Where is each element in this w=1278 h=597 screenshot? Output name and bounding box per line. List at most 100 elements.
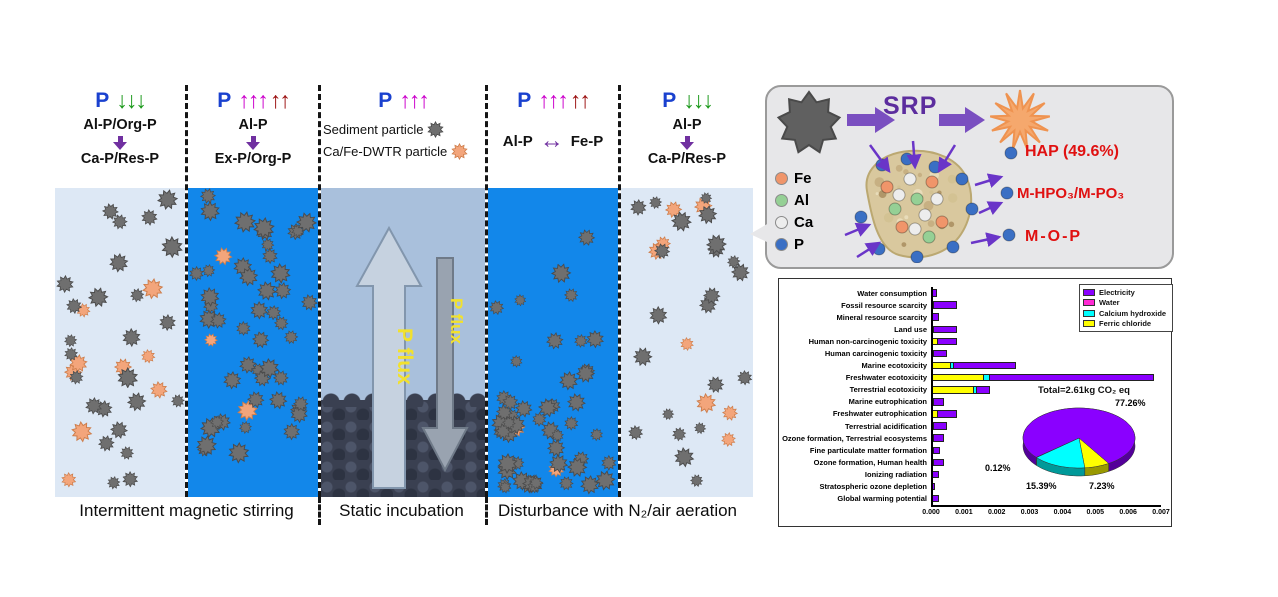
bar-row: Terrestrial ecotoxicity	[779, 384, 1171, 396]
sediment-particle-icon	[700, 192, 713, 205]
dwtr-particle-icon	[214, 247, 234, 266]
blob-grain	[948, 221, 955, 228]
bar-category-label: Stratospheric ozone depletion	[819, 482, 927, 492]
sediment-particle-icon	[549, 454, 569, 474]
bar-segment-calcium-hydroxide	[950, 361, 954, 370]
bar-track	[931, 373, 1155, 382]
dwtr-particle-icon	[720, 431, 736, 447]
species-exchange-row: Al-P ↔ Fe-P	[488, 129, 618, 153]
phosphorus-label: P	[517, 89, 532, 112]
sediment-particle-icon	[158, 313, 176, 331]
x-tick-label: 0.004	[1053, 509, 1072, 516]
bar-row: Marine ecotoxicity	[779, 360, 1171, 372]
sediment-particle-icon	[690, 474, 704, 488]
sediment-particle-icon	[109, 252, 129, 273]
sediment-particle-icon	[94, 399, 113, 418]
bar-category-label: Fossil resource scarcity	[841, 300, 927, 310]
bar-segment-electricity	[932, 482, 935, 491]
p-flux-arrows: P flux P flux	[355, 225, 469, 489]
bar-category-label: Terrestrial ecotoxicity	[849, 385, 927, 395]
bar-segment-electricity	[934, 434, 945, 442]
element-dot-icon	[775, 237, 788, 251]
bar-segment-ferric-chloride	[931, 373, 984, 382]
transform-arrow-icon	[188, 135, 318, 150]
element-dot-icon	[775, 193, 788, 207]
chart-legend-item: Electricity	[1083, 287, 1169, 298]
sediment-particle-icon	[64, 333, 78, 347]
dwtr-particle-icon	[695, 393, 716, 414]
product-hap-label: HAP (49.6%)	[1025, 143, 1119, 160]
bar-segment-electricity	[937, 337, 958, 346]
sediment-particle-icon	[496, 404, 513, 421]
element-dot-icon	[775, 171, 788, 185]
sediment-particle-icon	[698, 205, 718, 225]
sediment-particle-icon	[273, 370, 290, 386]
bar-segment-electricity	[976, 386, 991, 394]
water-column	[188, 188, 318, 497]
caption-divider	[485, 497, 488, 525]
sediment-particle-icon	[200, 287, 220, 307]
blob-grain	[947, 174, 957, 184]
element-legend-item: Ca	[775, 211, 813, 233]
sediment-particle-icon	[239, 356, 257, 374]
sediment-particle-icon	[129, 288, 145, 303]
sediment-particle-icon	[274, 315, 289, 330]
p-increase-arrows-icon: ↑↑↑	[238, 87, 268, 113]
bar-segment-electricity	[934, 325, 958, 334]
blob-grain	[923, 200, 934, 211]
chart-legend-item: Calcium hydroxide	[1083, 308, 1169, 319]
sediment-particle-icon	[210, 311, 227, 329]
element-legend-label: Ca	[794, 213, 814, 231]
sediment-particle-icon	[97, 434, 115, 452]
phosphorus-label: P	[217, 89, 232, 112]
bar-row: Land use	[779, 323, 1171, 335]
legend-swatch-icon	[1083, 309, 1095, 317]
sediment-particle-icon	[273, 282, 291, 300]
bar-segment-electricity	[953, 361, 1017, 370]
bar-category-label: Marine ecotoxicity	[861, 361, 927, 371]
bar-segment-electricity	[934, 422, 948, 430]
bar-row: Human non-carcinogenic toxicity	[779, 335, 1171, 347]
blob-grain	[895, 164, 903, 172]
pie-slice-electricity	[1022, 407, 1136, 464]
y-axis-line	[931, 287, 933, 505]
water-column	[621, 188, 753, 497]
sediment-particle-icon	[706, 234, 728, 255]
sediment-particle-icon	[601, 455, 617, 471]
blob-grain	[903, 169, 909, 175]
bar-segment-ferric-chloride	[931, 337, 938, 346]
species-from: Al-P	[238, 117, 268, 133]
sediment-particle-icon	[250, 301, 269, 320]
species-from: Al-P/Org-P	[83, 117, 157, 133]
x-tick-label: 0.000	[922, 509, 940, 516]
caption-stirring: Intermittent magnetic stirring	[79, 501, 294, 520]
bar-category-label: Water consumption	[857, 288, 927, 298]
p-flux-row: P ↑↑↑	[321, 88, 485, 116]
sediment-particle-icon	[563, 287, 579, 302]
sediment-particle-icon	[580, 474, 600, 495]
flux-down-label: P flux	[447, 298, 466, 345]
sediment-particle-icon	[253, 217, 276, 239]
sediment-particle-icon	[575, 364, 595, 383]
sediment-particle-icon	[64, 346, 79, 362]
pie-slice-ferric-chloride	[1078, 437, 1110, 469]
p-decrease-arrows-icon: ↓↓↓	[116, 87, 146, 113]
panel-stirring-left: P ↓↓↓ Al-P/Org-P Ca-P/Res-P	[55, 85, 185, 497]
sediment-particle-icon	[156, 189, 178, 211]
bar-segment-electricity	[934, 349, 948, 358]
sediment-particle-icon	[223, 370, 242, 390]
bar-track	[931, 361, 1017, 370]
panel-header: P ↑↑↑ ↑↑ Al-P ↔ Fe-P	[488, 85, 618, 188]
bar-category-label: Ionizing radiation	[864, 469, 927, 479]
sediment-particle-icon	[515, 399, 533, 418]
element-legend-item: Al	[775, 189, 813, 211]
blob-grain	[948, 193, 958, 203]
bar-segment-electricity	[932, 313, 940, 321]
bar-segment-electricity	[932, 470, 940, 479]
panel-stirring-right: P ↑↑↑ ↑↑ Al-P Ex-P/Org-P	[185, 85, 318, 497]
sediment-particle-icon	[261, 247, 278, 264]
dwtr-particle-icon	[203, 333, 218, 348]
